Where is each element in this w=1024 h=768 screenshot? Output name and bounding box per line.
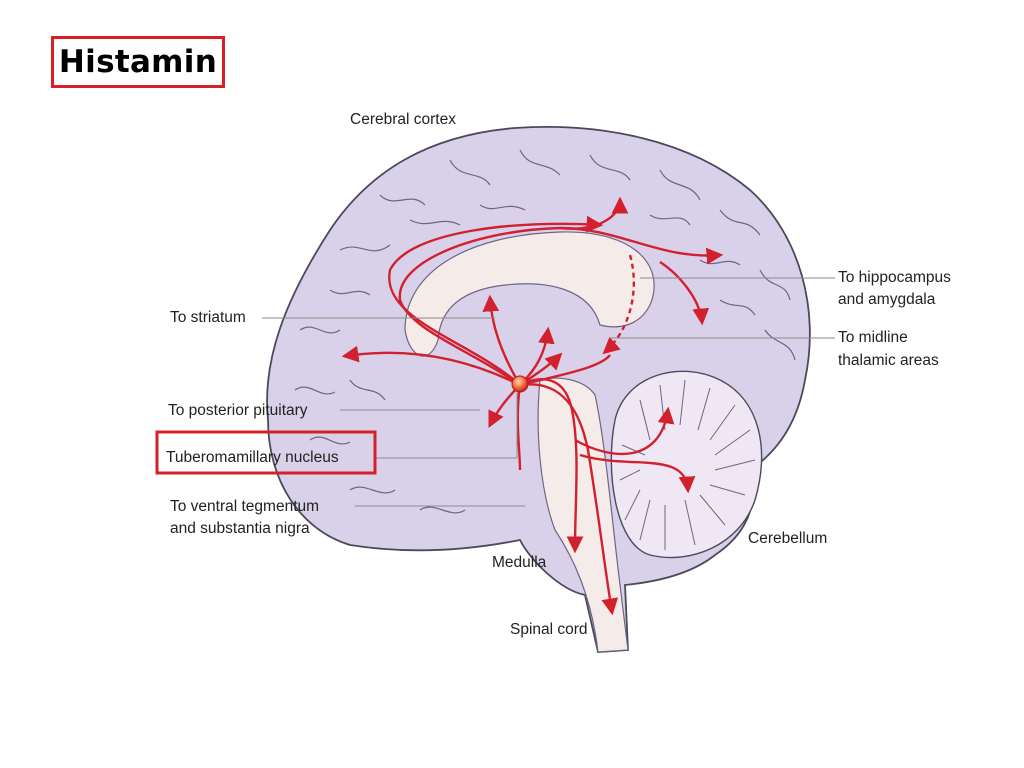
label-to-ventral-line1: To ventral tegmentum <box>170 498 319 515</box>
leader-lines <box>262 277 835 507</box>
label-cerebral-cortex: Cerebral cortex <box>350 111 456 128</box>
brainstem <box>537 377 629 653</box>
label-to-hippocampus-line1: To hippocampus <box>838 269 951 286</box>
histamine-pathways <box>341 196 724 616</box>
tuberomamillary-highlight-box <box>155 430 377 475</box>
corpus-callosum <box>404 231 655 357</box>
tuberomamillary-nucleus-dot <box>511 375 529 393</box>
label-cerebellum: Cerebellum <box>748 530 827 547</box>
label-to-midline-line2: thalamic areas <box>838 352 939 369</box>
title-box: Histamin <box>51 36 225 88</box>
label-to-midline-line1: To midline <box>838 329 908 346</box>
page-title: Histamin <box>58 44 218 80</box>
label-to-hippocampus-line2: and amygdala <box>838 291 936 308</box>
label-to-posterior-pituitary: To posterior pituitary <box>168 402 308 419</box>
label-tuberomamillary-nucleus: Tuberomamillary nucleus <box>166 449 339 466</box>
label-medulla: Medulla <box>492 554 547 571</box>
cerebellum-shape <box>610 370 763 559</box>
label-spinal-cord: Spinal cord <box>510 621 588 638</box>
label-to-striatum: To striatum <box>170 309 246 326</box>
label-to-ventral-line2: and substantia nigra <box>170 520 310 537</box>
